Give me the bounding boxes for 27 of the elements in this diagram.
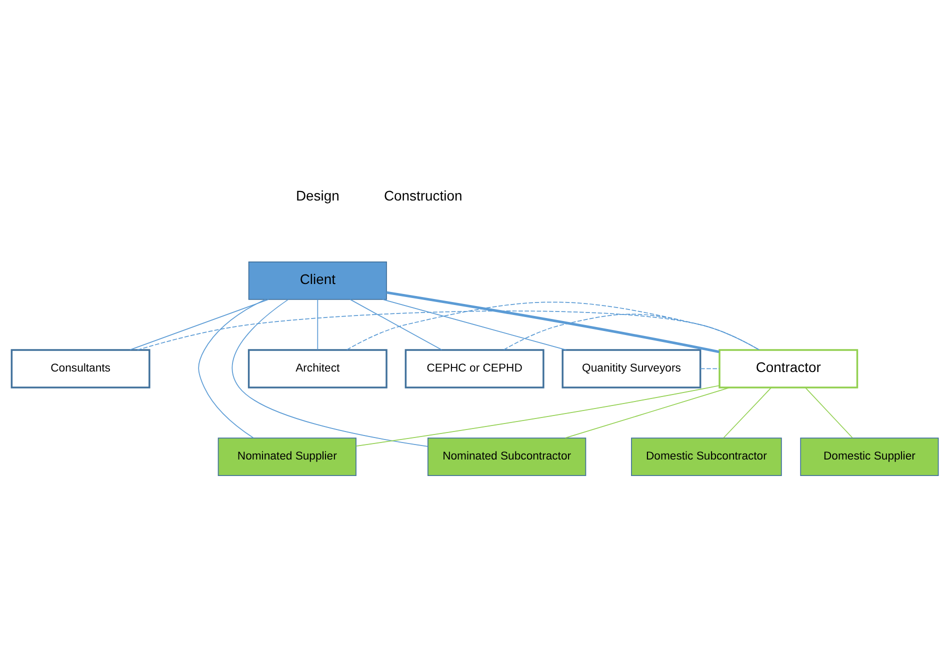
- connector: [356, 385, 720, 447]
- connector: [350, 299, 442, 350]
- connector: [382, 299, 567, 350]
- connector: [564, 387, 730, 438]
- connector: [317, 299, 318, 350]
- node-box: Domestic Supplier: [800, 438, 939, 476]
- connector: [386, 291, 720, 354]
- node-box: Nominated Supplier: [218, 438, 356, 476]
- node-box: CEPHC or CEPHD: [404, 349, 544, 388]
- node-box: Architect: [248, 349, 388, 388]
- node-box: Domestic Subcontractor: [631, 438, 782, 476]
- node-box: Quanitity Surveyors: [562, 349, 702, 388]
- connector: [804, 387, 853, 438]
- node-box: Nominated Subcontractor: [428, 438, 586, 476]
- connector: [137, 310, 760, 350]
- node-box: Consultants: [10, 349, 150, 388]
- connector: [700, 368, 720, 370]
- connector: [346, 302, 760, 350]
- label: Construction: [384, 188, 462, 204]
- node-box: Contractor: [718, 349, 858, 388]
- connector: [232, 299, 428, 447]
- connector: [130, 299, 269, 350]
- label: Design: [296, 188, 340, 204]
- connector: [198, 299, 266, 438]
- node-box: Client: [248, 262, 387, 300]
- connector: [723, 387, 772, 438]
- connector: [503, 314, 760, 350]
